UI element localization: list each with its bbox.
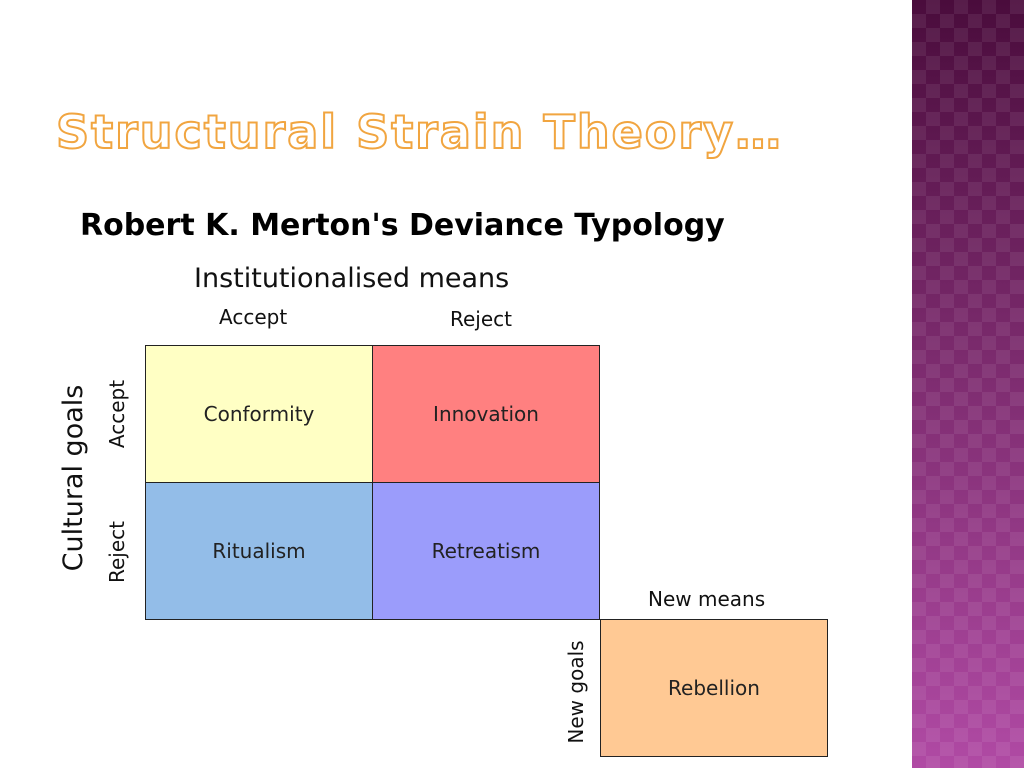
cell-conformity: Conformity <box>145 345 373 483</box>
row-label-accept: Accept <box>105 379 129 449</box>
decorative-side-band <box>912 0 1024 768</box>
left-axis-label: Cultural goals <box>58 384 89 572</box>
row-label-new-goals: New goals <box>564 640 588 744</box>
cell-innovation: Innovation <box>372 345 600 483</box>
cell-innovation-label: Innovation <box>433 402 539 426</box>
slide-title: Structural Strain Theory… <box>55 104 784 160</box>
cell-conformity-label: Conformity <box>203 402 315 426</box>
cell-ritualism: Ritualism <box>145 482 373 620</box>
cell-ritualism-label: Ritualism <box>212 539 306 563</box>
column-label-accept: Accept <box>219 305 288 329</box>
cell-retreatism: Retreatism <box>372 482 600 620</box>
cell-rebellion: Rebellion <box>600 619 828 757</box>
column-label-new-means: New means <box>648 587 766 611</box>
column-label-reject: Reject <box>450 307 513 331</box>
diagram-title: Robert K. Merton's Deviance Typology <box>80 208 725 243</box>
cell-retreatism-label: Retreatism <box>431 539 541 563</box>
top-axis-label: Institutionalised means <box>194 263 510 294</box>
row-label-reject: Reject <box>105 520 129 584</box>
cell-rebellion-label: Rebellion <box>668 676 760 700</box>
